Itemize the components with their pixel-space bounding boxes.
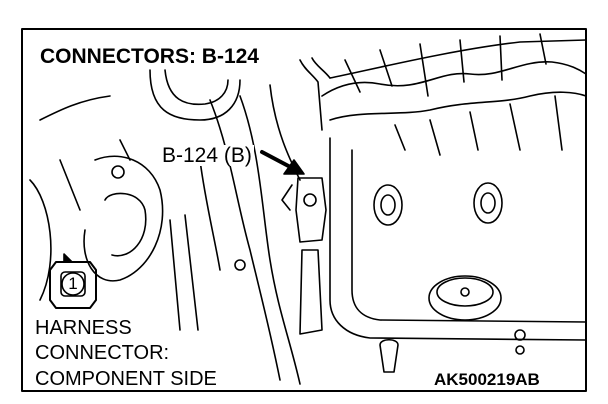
engine-cover [321, 33, 587, 373]
arrow-icon [260, 150, 305, 175]
connector-icon [49, 253, 97, 309]
pin-number: 1 [68, 274, 78, 293]
connector-callout-label: B-124 (B) [160, 144, 254, 167]
hoses-and-pipes [29, 57, 331, 385]
figure-code: AK500219AB [432, 370, 542, 389]
figure-border [21, 28, 587, 392]
figure-title: CONNECTORS: B-124 [38, 45, 261, 68]
legend-line-1: HARNESS [33, 317, 134, 339]
legend-line-3: COMPONENT SIDE [33, 368, 219, 390]
legend-line-2: CONNECTOR: [33, 342, 172, 364]
